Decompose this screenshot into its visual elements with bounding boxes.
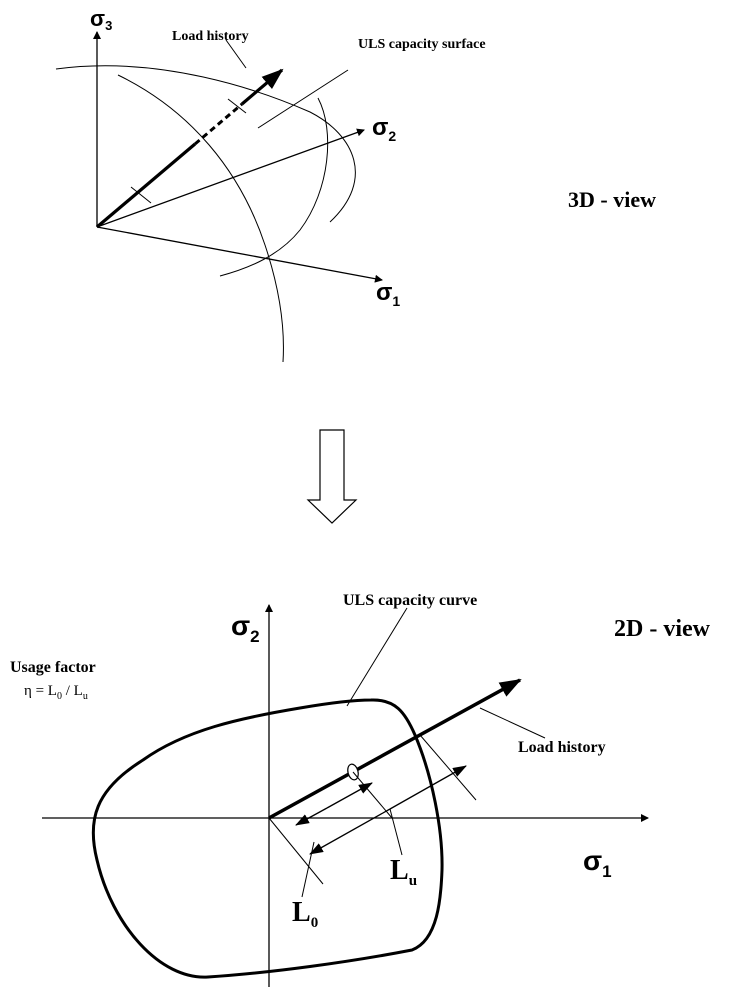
- sigma1-label-3d: σ1: [376, 279, 400, 309]
- usage-factor-formula: η = L0 / Lu: [24, 683, 88, 702]
- view-3d-label: 3D - view: [568, 187, 656, 212]
- load-history-line-2d: [268, 678, 522, 820]
- capacity-surface-arc-outer: [55, 65, 356, 223]
- Lu-dimension-arrow-a: [309, 808, 391, 855]
- sigma1-axis: [96, 226, 383, 283]
- L0-label: L0: [292, 897, 318, 931]
- load-history-leader-2d: [479, 707, 546, 739]
- capacity-curve-label: ULS capacity curve: [343, 592, 477, 609]
- capacity-surface-leader: [257, 69, 349, 129]
- load-history-arrow-3d: [240, 68, 284, 106]
- dim-ext-point: [352, 771, 393, 819]
- capacity-surface-label: ULS capacity surface: [358, 37, 486, 52]
- L0-dimension-arrow-b: [326, 782, 373, 809]
- load-history-label-3d: Load history: [172, 29, 249, 44]
- sigma2-label-2d: σ2: [231, 610, 260, 646]
- Lu-label: Lu: [390, 855, 417, 889]
- load-history-tick-1: [130, 186, 152, 204]
- sigma2-label-3d: σ2: [372, 114, 396, 144]
- capacity-surface-arc-right: [219, 97, 329, 277]
- transition-down-arrow: [306, 429, 358, 524]
- sigma1-label-2d: σ1: [583, 845, 612, 881]
- load-history-tick-2: [227, 98, 247, 114]
- capacity-curve-leader: [346, 607, 408, 707]
- capacity-curve: [91, 698, 444, 979]
- dim-ext-capacity: [419, 734, 477, 801]
- top-3d-diagram: σ3 σ2 σ1 Load history ULS capacity surfa…: [55, 6, 656, 363]
- sigma3-label: σ3: [90, 6, 112, 33]
- load-history-leader-3d: [225, 39, 247, 69]
- bottom-2d-diagram: σ2 σ1 ULS capacity curve Load history 2D…: [10, 592, 711, 987]
- L0-dimension-arrow-a: [295, 807, 328, 826]
- L0-leader: [301, 841, 315, 898]
- sigma2-axis: [96, 128, 365, 228]
- dim-ext-origin: [268, 817, 324, 885]
- capacity-surface-arc-meridian: [117, 74, 284, 363]
- view-2d-label: 2D - view: [614, 616, 711, 642]
- load-history-label-2d: Load history: [518, 739, 606, 756]
- load-history-line-3d: [95, 142, 197, 229]
- Lu-leader: [389, 808, 403, 856]
- usage-factor-title: Usage factor: [10, 659, 96, 676]
- Lu-dimension-arrow-b: [389, 765, 467, 810]
- load-history-dashed-3d: [194, 102, 243, 146]
